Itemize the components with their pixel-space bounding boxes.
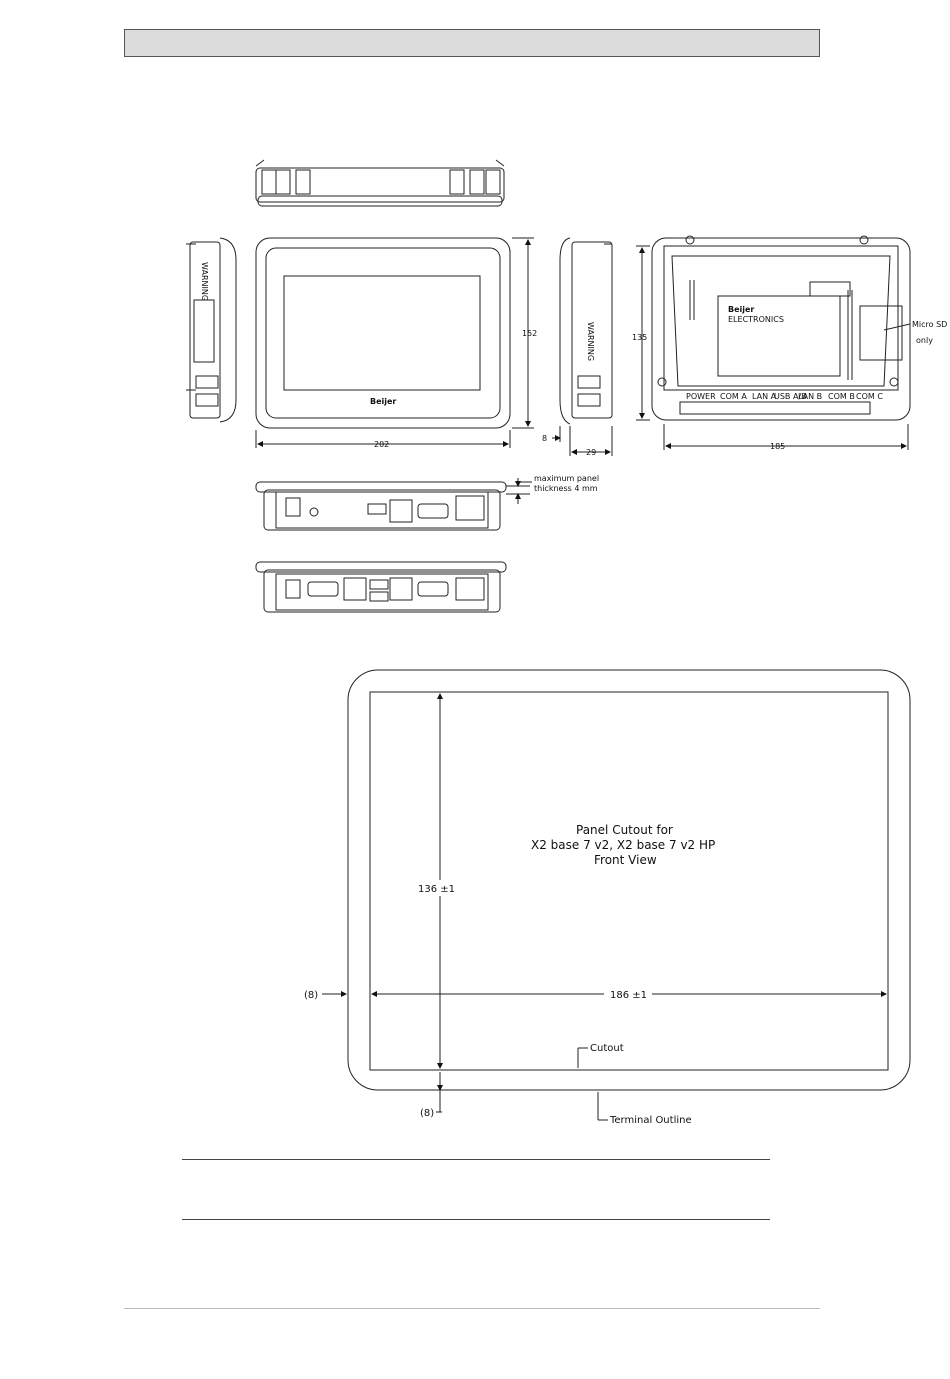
- bottom-view-1: [256, 478, 532, 530]
- terminal-outline-label: Terminal Outline: [609, 1115, 692, 1126]
- port-com-b: COM B: [828, 392, 855, 401]
- cutout-title-line1: Panel Cutout for: [576, 823, 673, 837]
- right-side-view: [552, 238, 612, 456]
- left-side-view: [186, 238, 236, 422]
- front-logo: Beijer: [370, 397, 396, 406]
- cutout-left-margin: (8): [304, 990, 318, 1001]
- bottom-view-2: [256, 562, 506, 612]
- top-view: [256, 160, 504, 206]
- divider-bottom: [182, 1219, 770, 1220]
- dim-front-depth: 8: [542, 434, 547, 443]
- rear-view: [636, 236, 910, 450]
- front-view: [256, 238, 534, 448]
- warning-label-right: WARNING: [586, 322, 595, 361]
- port-com-a: COM A: [720, 392, 747, 401]
- divider-top: [182, 1159, 770, 1160]
- terminal-outline: [348, 670, 910, 1090]
- port-com-c: COM C: [856, 392, 883, 401]
- cutout-title-line3: Front View: [594, 853, 657, 867]
- cutout-title-line2: X2 base 7 v2, X2 base 7 v2 HP: [531, 838, 715, 852]
- micro-sd-only-label: only: [916, 336, 933, 345]
- cutout-height-dim: 136 ±1: [418, 884, 455, 895]
- rear-logo-sub: ELECTRONICS: [728, 315, 784, 324]
- warning-label-left: WARNING: [200, 262, 209, 301]
- cutout-bottom-margin: (8): [420, 1108, 434, 1119]
- panel-thickness-note-line1: maximum panel: [534, 474, 599, 483]
- cutout-label: Cutout: [590, 1043, 624, 1054]
- port-power: POWER: [686, 392, 716, 401]
- cutout-width-dim: 186 ±1: [610, 990, 647, 1001]
- dim-rear-width: 185: [770, 442, 785, 451]
- cutout-rectangle: [370, 692, 888, 1070]
- dim-front-height: 152: [522, 329, 537, 338]
- dim-side-depth: 29: [586, 448, 596, 457]
- footer-rule: [124, 1308, 820, 1309]
- port-lan-a: LAN A: [752, 392, 777, 401]
- micro-sd-label: Micro SD: [912, 320, 947, 329]
- dim-front-width: 202: [374, 440, 389, 449]
- dim-rear-height: 135: [632, 333, 647, 342]
- rear-logo: Beijer: [728, 305, 754, 314]
- panel-thickness-note-line2: thickness 4 mm: [534, 484, 598, 493]
- port-lan-b: LAN B: [798, 392, 822, 401]
